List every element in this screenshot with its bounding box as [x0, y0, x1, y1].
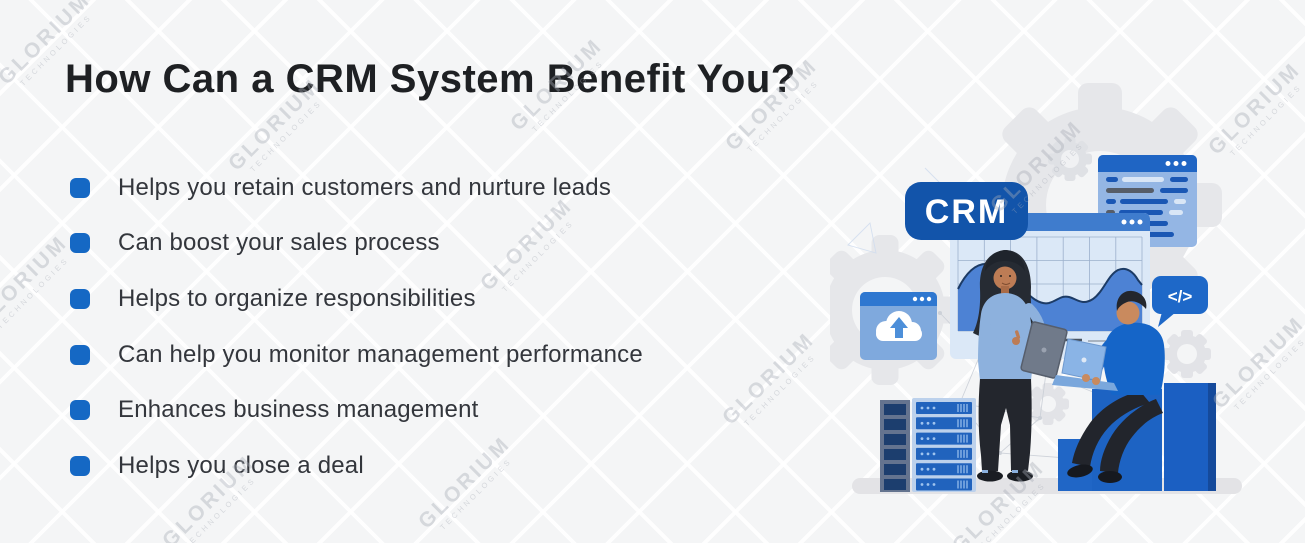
server-rack-icon: [880, 398, 976, 492]
gear-small-icon: [1048, 137, 1092, 181]
man-with-laptop: [1052, 290, 1165, 483]
benefit-label: Can boost your sales process: [118, 229, 440, 257]
benefit-label: Can help you monitor management performa…: [118, 340, 643, 368]
benefits-list: Helps you retain customers and nurture l…: [70, 160, 643, 494]
benefit-item: Enhances business management: [70, 382, 643, 438]
benefit-item: Can help you monitor management performa…: [70, 327, 643, 383]
bullet-square-icon: [70, 233, 90, 254]
tablet-icon: [1020, 321, 1068, 379]
benefit-item: Can boost your sales process: [70, 216, 643, 272]
benefit-label: Enhances business management: [118, 396, 479, 424]
crm-illustration: CRM </>: [830, 83, 1242, 494]
bullet-square-icon: [70, 455, 90, 476]
shoes: [977, 470, 1033, 482]
crm-badge-label: CRM: [925, 193, 1008, 231]
benefit-item: Helps you retain customers and nurture l…: [70, 160, 643, 216]
benefit-label: Helps you retain customers and nurture l…: [118, 173, 612, 201]
gear-small-icon: [1027, 383, 1069, 425]
cloud-upload-icon: [876, 311, 922, 341]
laptop-icon: [1052, 338, 1118, 391]
bullet-square-icon: [70, 400, 90, 421]
benefit-item: Helps you close a deal: [70, 438, 643, 494]
benefit-label: Helps to organize responsibilities: [118, 284, 476, 312]
cloud-upload-window: [860, 292, 937, 360]
woman-with-tablet: [973, 250, 1068, 482]
crm-badge: CRM: [905, 182, 1028, 240]
benefit-label: Helps you close a deal: [118, 451, 364, 479]
code-bubble: </>: [1152, 276, 1208, 327]
benefit-item: Helps to organize responsibilities: [70, 271, 643, 327]
bullet-square-icon: [70, 344, 90, 365]
bullet-square-icon: [70, 177, 90, 198]
code-bubble-label: </>: [1168, 287, 1193, 306]
bullet-square-icon: [70, 288, 90, 309]
gear-small-icon: [1163, 330, 1211, 378]
page-title: How Can a CRM System Benefit You?: [65, 57, 796, 101]
